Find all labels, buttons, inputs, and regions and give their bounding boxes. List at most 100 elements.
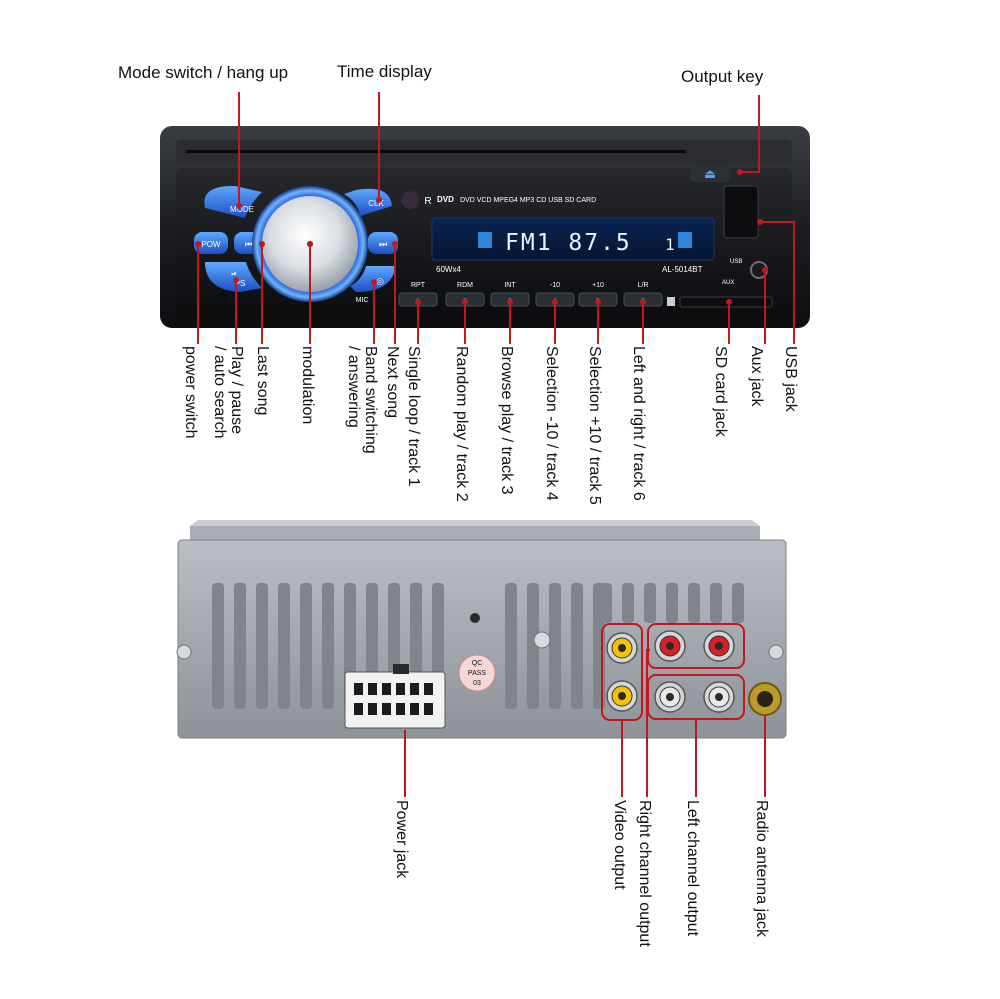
leader-dot [737,169,743,175]
ir-sensor [401,191,419,209]
leader-dot [595,299,601,305]
label-output-key: Output key [681,67,764,86]
video-jack-2[interactable] [606,680,638,712]
leader-dot [415,299,421,305]
preset-function-label: +10 [592,282,604,289]
vent-slot [256,583,268,709]
leader-dot [259,241,265,247]
leader-dot [236,203,242,209]
label-selection-plus10: Selection +10 / track 5 [586,346,603,505]
label-play-pause-1: Play / pause [228,346,245,434]
leader-dot [233,277,239,283]
connector-pin [396,703,405,715]
label-next-song: Next song [384,346,401,418]
front-leaders [195,92,795,344]
rear-top-edge [190,520,760,526]
label-aux-jack: Aux jack [748,346,765,407]
mic-label: MIC [356,297,369,304]
label-radio-antenna: Radio antenna jack [753,800,770,938]
play-icon: ⏯ [231,271,237,278]
pow-button[interactable] [194,232,228,254]
screw [533,631,551,649]
screw [176,644,192,660]
label-browse-play: Browse play / track 3 [498,346,515,495]
label-usb-jack: USB jack [782,346,799,413]
vent-slot [666,583,678,623]
label-video-output: Video output [611,800,628,890]
label-last-song: Last song [254,346,271,415]
leader-output [740,95,760,173]
rear-top-lid [190,526,760,542]
play-pause-button[interactable] [205,262,262,292]
leader-dot [762,267,768,273]
vent-slot [322,583,334,709]
preset-function-label: -10 [550,282,560,289]
format-list: DVD VCD MPEG4 MP3 CD USB SD CARD [460,197,596,204]
clk-button-label: CLK [368,199,384,208]
leader-dot [195,241,201,247]
band-button[interactable] [350,266,396,292]
lcd-bar-left [478,232,492,248]
leader-dot [726,299,732,305]
band-icon: ◎ [376,276,384,286]
vent-slot [600,583,612,623]
vent-slot [688,583,700,623]
vent-slot [710,583,722,623]
rear-chassis [177,539,787,739]
vent-slot [732,583,744,623]
label-right-channel: Right channel output [636,800,653,947]
label-time-display: Time display [337,62,432,81]
leader-dot [371,279,377,285]
right-channel-jack-2[interactable] [703,630,735,662]
label-selection-minus10: Selection -10 / track 4 [543,346,560,501]
model-number: AL-5014BT [662,265,703,274]
aux-label: AUX [722,280,734,286]
next-button[interactable] [368,232,398,254]
lcd-text: FM1 87.5 [505,230,632,256]
vent-slot [300,583,312,709]
right-channel-jack-1[interactable] [654,630,686,662]
leader-dot [507,299,513,305]
disc-slot [186,150,686,153]
eject-button[interactable]: ⏏ [690,164,730,182]
connector-latch [393,664,409,674]
label-band-2: / answering [345,346,362,428]
label-left-right: Left and right / track 6 [630,346,647,501]
qc-sticker [458,654,496,692]
qc-text-3: 03 [473,680,481,687]
usb-slot[interactable] [723,185,759,239]
leader-dot [757,219,763,225]
qc-text-2: PASS [468,670,486,677]
left-channel-jack-2[interactable] [703,681,735,713]
prev-icon: ⏮ [245,239,253,249]
connector-pin [396,683,405,695]
vent-slot [212,583,224,709]
sd-icon [667,297,675,306]
left-channel-jack-1[interactable] [654,681,686,713]
leader-dot [462,299,468,305]
label-power-jack: Power jack [393,800,410,879]
label-random-play: Random play / track 2 [453,346,470,502]
leader-dot [376,197,382,203]
vent-slot [644,583,656,623]
mode-button[interactable] [204,185,262,218]
qc-text-1: QC [472,660,483,667]
vent-slot [549,583,561,709]
video-jack-1[interactable] [606,632,638,664]
rca-jacks [606,630,735,713]
dvd-badge: DVD [437,195,454,204]
label-play-pause-2: / auto search [211,346,228,439]
leader-dot [392,241,398,247]
label-left-channel: Left channel output [684,800,701,937]
connector-pin [382,703,391,715]
leader-usb [760,221,795,344]
rear-labels: Power jack Video output Right channel ou… [393,800,770,947]
leader-dot [307,241,313,247]
power-connector[interactable] [344,671,446,729]
connector-pin [424,683,433,695]
preset-function-label: RDM [457,282,473,289]
connector-pins [354,683,433,715]
play-button-label: PS [235,279,246,288]
connector-pin [424,703,433,715]
